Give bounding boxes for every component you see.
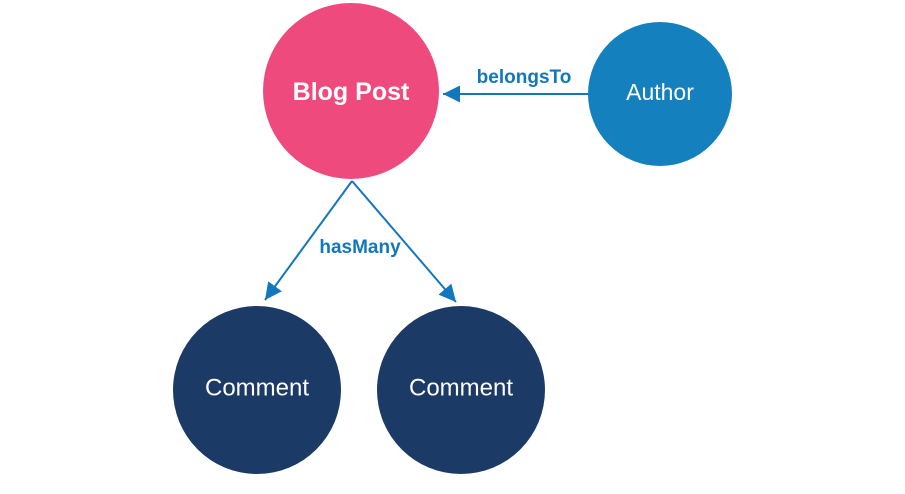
comment-1-circle <box>173 306 341 474</box>
node-comment-1: Comment <box>173 306 341 474</box>
belongs-to-label: belongsTo <box>477 67 572 88</box>
comment-1-label: Comment <box>205 374 309 401</box>
has-many-label: hasMany <box>319 237 401 258</box>
node-comment-2: Comment <box>377 306 545 474</box>
node-blog-post: Blog Post <box>263 3 439 179</box>
blog-post-label: Blog Post <box>293 78 410 106</box>
comment-2-circle <box>377 306 545 474</box>
has-many-arrow-left <box>264 180 353 301</box>
has-many-arrow-right <box>351 180 457 303</box>
edge-belongs-to: belongsTo <box>443 67 588 103</box>
blog-post-circle <box>263 3 439 179</box>
comment-2-label: Comment <box>409 374 513 401</box>
author-label: Author <box>626 79 694 105</box>
author-circle <box>588 22 732 166</box>
node-author: Author <box>588 22 732 166</box>
edge-has-many: hasMany <box>264 180 457 303</box>
